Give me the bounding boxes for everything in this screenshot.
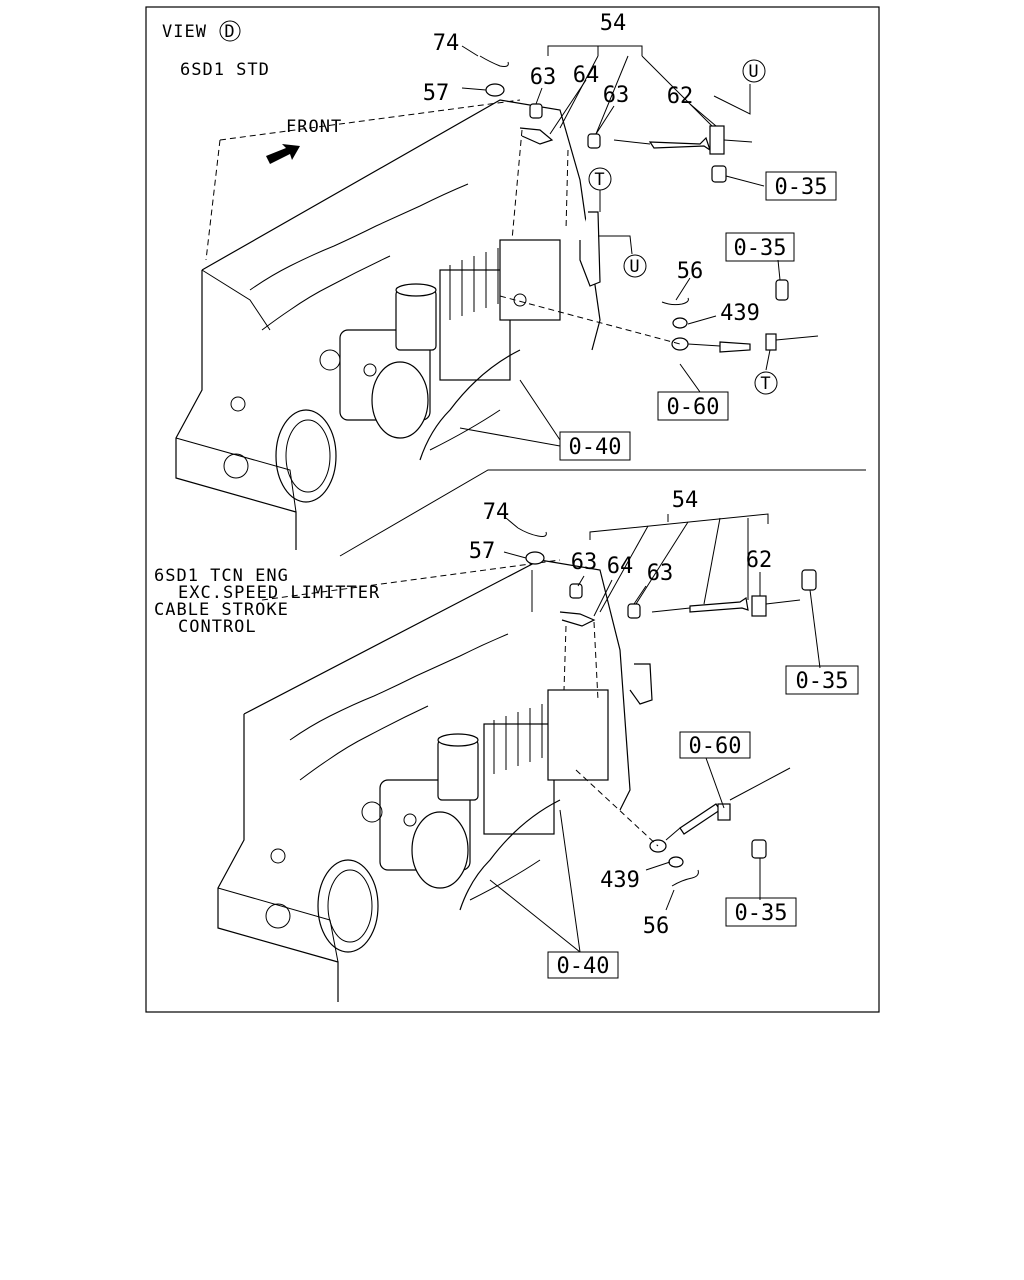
bottom-leaders	[489, 513, 821, 953]
bottom-box-0-60: 0-60	[689, 734, 742, 759]
top-callout-63b: 63	[603, 83, 630, 108]
bottom-callout-56: 56	[643, 914, 670, 939]
bottom-lever-assembly	[517, 527, 817, 887]
bottom-variant-line-1: 6SD1 TCN ENG	[154, 566, 289, 586]
top-marker-u2: U	[629, 257, 640, 277]
top-marker-t1: T	[594, 170, 605, 190]
diagram-frame	[145, 6, 880, 1013]
bottom-box-0-35a: 0-35	[796, 669, 849, 694]
pin-74	[479, 55, 509, 67]
top-marker-u1: U	[748, 62, 759, 82]
top-callout-64: 64	[573, 63, 600, 88]
bottom-callout-74: 74	[483, 500, 510, 525]
view-prefix: VIEW	[162, 22, 207, 42]
engine-block-bottom	[217, 559, 631, 1002]
bolt-top	[711, 165, 727, 183]
front-arrow-icon	[266, 144, 300, 164]
nut-63a-bottom	[569, 583, 583, 599]
section-divider	[339, 469, 866, 557]
bottom-callout-63a: 63	[571, 550, 598, 575]
bottom-box-0-40: 0-40	[557, 954, 610, 979]
bottom-variant-line-2: EXC.SPEED LIMITTER	[178, 583, 380, 603]
top-callout-54: 54	[600, 11, 627, 36]
bottom-variant-line-3: CABLE STROKE	[154, 600, 289, 620]
top-box-0-35b: 0-35	[734, 236, 787, 261]
view-letter: D	[224, 22, 235, 42]
pin-56-bottom	[671, 869, 699, 887]
nut-63a	[529, 103, 543, 119]
top-variant-label: 6SD1 STD	[180, 60, 270, 80]
bottom-callout-63b: 63	[647, 561, 674, 586]
top-callout-57: 57	[423, 81, 450, 106]
engine-block-top	[175, 99, 601, 550]
washer-439-bottom	[668, 856, 684, 868]
front-label: FRONT	[286, 117, 342, 137]
top-callout-62: 62	[667, 84, 694, 109]
top-callout-63a: 63	[530, 65, 557, 90]
top-box-0-40: 0-40	[569, 435, 622, 460]
bottom-callout-439: 439	[600, 868, 640, 893]
washer-439	[672, 317, 688, 329]
bolt-bottom-top	[801, 569, 817, 591]
bottom-box-0-35b: 0-35	[735, 901, 788, 926]
bottom-variant-line-4: CONTROL	[178, 617, 257, 637]
washer-57	[485, 83, 505, 97]
nut-63b-bottom	[627, 603, 641, 619]
top-marker-t2: T	[760, 374, 771, 394]
bottom-callout-64: 64	[607, 554, 634, 579]
top-callout-74: 74	[433, 31, 460, 56]
pin-74-bottom	[517, 527, 547, 537]
nut-63b	[587, 133, 601, 149]
top-box-0-60: 0-60	[667, 395, 720, 420]
top-leaders	[459, 45, 781, 447]
top-callout-56: 56	[677, 259, 704, 284]
bolt-right	[775, 279, 789, 301]
top-callout-439: 439	[720, 301, 760, 326]
bottom-view: 6SD1 TCN ENG EXC.SPEED LIMITTER CABLE ST…	[154, 488, 859, 1002]
bottom-callout-62: 62	[746, 548, 773, 573]
bottom-callout-57: 57	[469, 539, 496, 564]
top-box-0-35a: 0-35	[775, 175, 828, 200]
top-lever-assembly	[479, 55, 819, 353]
view-letter-circle	[219, 20, 241, 42]
top-view: VIEW D 6SD1 STD FRONT	[162, 11, 837, 550]
washer-57-bottom	[525, 551, 545, 565]
pin-56	[661, 297, 689, 306]
bolt-bottom-low	[751, 839, 767, 859]
bottom-callout-54: 54	[672, 488, 699, 513]
